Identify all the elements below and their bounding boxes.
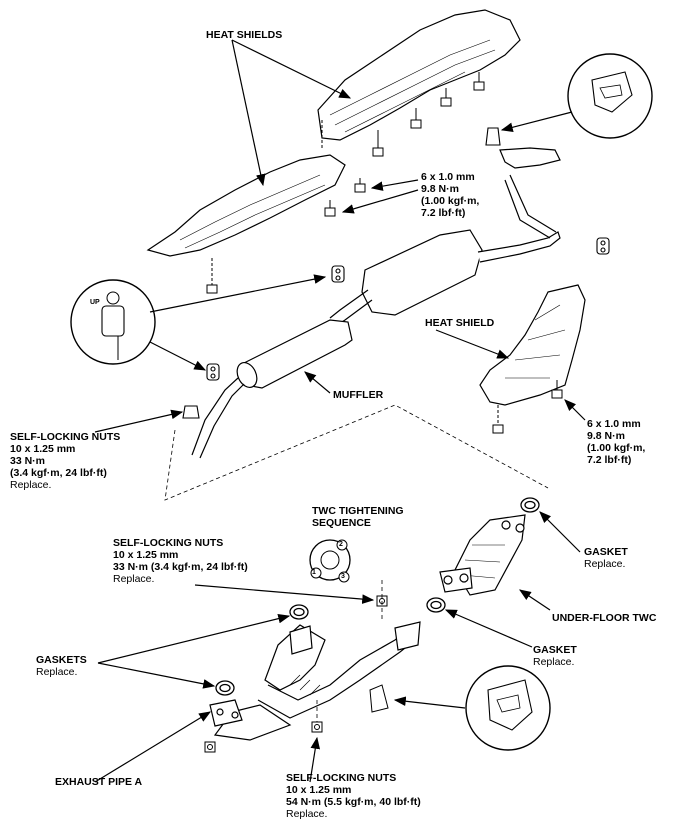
gaskets-title: GASKETS (36, 654, 87, 666)
bolt-right-kgf: (1.00 kgf·m, (587, 442, 646, 454)
twc-sequence-line2: SEQUENCE (312, 517, 371, 529)
seq-2: 2 (339, 541, 343, 548)
nuts-mid-spec: SELF-LOCKING NUTS 10 x 1.25 mm 33 N·m (3… (113, 537, 248, 585)
exhaust-pipe-a-label: EXHAUST PIPE A (55, 776, 143, 788)
alignment-lines (164, 404, 549, 722)
upper-heat-shield (317, 9, 521, 141)
right-heat-shield (479, 284, 586, 406)
nuts-bottom-torque: 54 N·m (5.5 kgf·m, 40 lbf·ft) (286, 796, 421, 808)
muffler-assembly (191, 147, 561, 459)
bolt-top-spec: 6 x 1.0 mm 9.8 N·m (1.00 kgf·m, 7.2 lbf·… (421, 171, 479, 219)
bolts (206, 72, 563, 434)
bolt-top-kgf: (1.00 kgf·m, (421, 195, 480, 207)
bolt-top-torque: 9.8 N·m (421, 183, 459, 195)
nuts-left-size: 10 x 1.25 mm (10, 443, 76, 455)
hanger-detail-circle-left (70, 279, 156, 365)
nuts-left-title: SELF-LOCKING NUTS (10, 431, 121, 443)
twc-sequence-label: TWC TIGHTENING SEQUENCE (312, 505, 404, 529)
gasket-mid-label: GASKET Replace. (533, 644, 577, 668)
nuts-mid-size: 10 x 1.25 mm (113, 549, 179, 561)
exhaust-pipe-a (209, 621, 421, 741)
bolt-right-spec: 6 x 1.0 mm 9.8 N·m (1.00 kgf·m, 7.2 lbf·… (587, 418, 645, 466)
nuts-bottom-title: SELF-LOCKING NUTS (286, 772, 397, 784)
gasket-right-label: GASKET Replace. (584, 546, 628, 570)
hanger-detail-circle-top-right (567, 53, 653, 139)
nuts-bottom-spec: SELF-LOCKING NUTS 10 x 1.25 mm 54 N·m (5… (286, 772, 421, 820)
nuts-left-spec: SELF-LOCKING NUTS 10 x 1.25 mm 33 N·m (3… (10, 431, 120, 491)
nuts-mid-torque: 33 N·m (3.4 kgf·m, 24 lbf·ft) (113, 561, 248, 573)
twc-sequence-line1: TWC TIGHTENING (312, 505, 404, 517)
bolt-top-lbf: 7.2 lbf·ft) (421, 207, 466, 219)
bolt-top-size: 6 x 1.0 mm (421, 171, 475, 183)
nuts-left-alt: (3.4 kgf·m, 24 lbf·ft) (10, 467, 107, 479)
underfloor-twc-label: UNDER-FLOOR TWC (552, 612, 657, 624)
leader-lines (94, 39, 586, 783)
bolt-right-lbf: 7.2 lbf·ft) (587, 454, 632, 466)
gasket-mid-replace: Replace. (533, 656, 575, 668)
heat-shields-label: HEAT SHIELDS (206, 29, 283, 41)
gasket-right-replace: Replace. (584, 558, 626, 570)
nuts-left-torque: 33 N·m (10, 455, 46, 467)
rubber-hangers (182, 127, 610, 419)
gasket-right-title: GASKET (584, 546, 628, 558)
nuts-left-replace: Replace. (10, 479, 52, 491)
seq-3: 3 (341, 573, 345, 580)
self-locking-nuts (204, 595, 389, 753)
muffler-label: MUFFLER (333, 389, 384, 401)
bolt-right-torque: 9.8 N·m (587, 430, 625, 442)
gasket-mid-title: GASKET (533, 644, 577, 656)
bolt-right-size: 6 x 1.0 mm (587, 418, 641, 430)
nuts-mid-replace: Replace. (113, 573, 155, 585)
seq-1: 1 (312, 569, 316, 576)
up-mark: UP (90, 299, 100, 306)
left-heat-shield (146, 154, 346, 257)
twc-sequence-diagram (309, 539, 351, 583)
hanger-detail-circle-bottom-right (465, 665, 551, 751)
underfloor-twc (439, 514, 526, 596)
gaskets (215, 497, 540, 696)
nuts-mid-title: SELF-LOCKING NUTS (113, 537, 224, 549)
nuts-bottom-size: 10 x 1.25 mm (286, 784, 352, 796)
heat-shield-label: HEAT SHIELD (425, 317, 495, 329)
nuts-bottom-replace: Replace. (286, 808, 328, 820)
gaskets-replace: Replace. (36, 666, 78, 678)
gaskets-label: GASKETS Replace. (36, 654, 87, 678)
